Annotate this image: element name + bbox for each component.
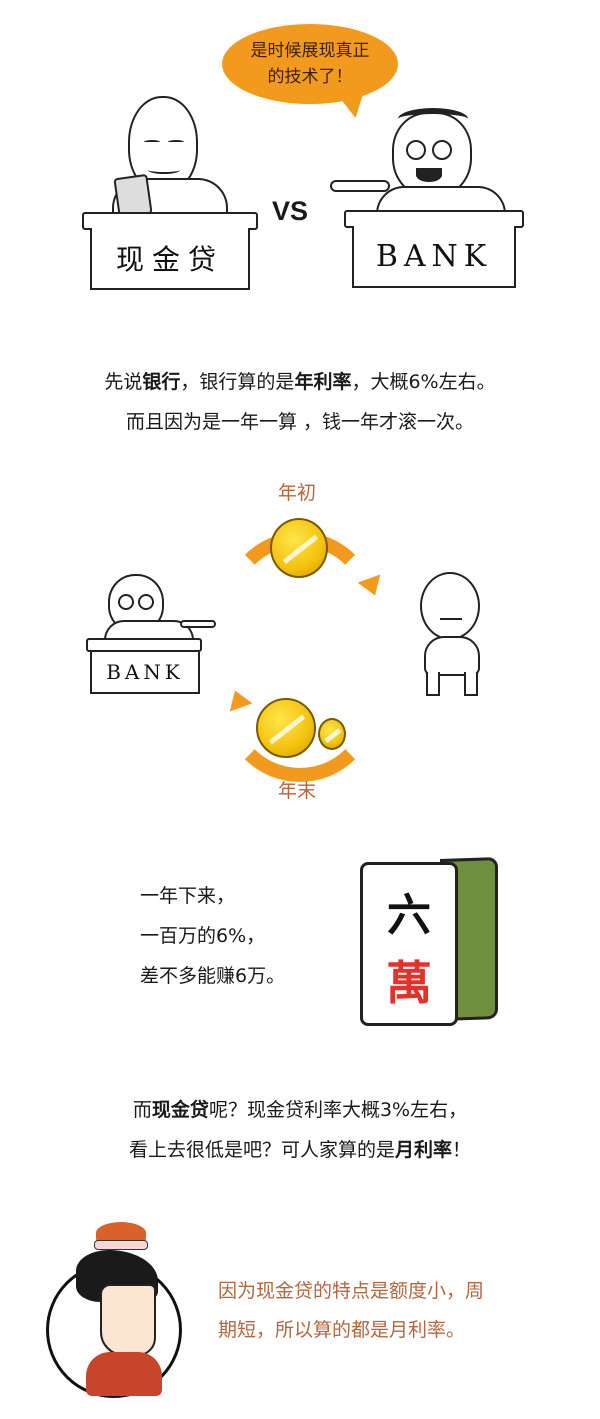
vs-label: VS [272, 196, 309, 226]
leg-icon [464, 672, 478, 696]
round-head-icon [420, 572, 480, 640]
hair-icon [398, 108, 468, 130]
robe-icon [86, 1352, 162, 1396]
intro-line-2: 而且因为是一年一算 ，钱一年才滚一次。 [125, 411, 475, 433]
glasses-icon [118, 594, 134, 610]
open-mouth-icon [416, 168, 442, 182]
speech-bubble-line2: 的技术了！ [267, 67, 353, 87]
tile-char-wan: 萬 [386, 956, 432, 1010]
earnings-line: 差不多能赚6万。 [140, 965, 286, 987]
leg-icon [426, 672, 440, 696]
earnings-line: 一年下来， [140, 885, 236, 907]
bold-cash-loan: 现金贷 [151, 1099, 209, 1121]
footer-note-line-1: 因为现金贷的特点是额度小，周 [218, 1280, 485, 1302]
smile-icon [148, 166, 180, 174]
bank-intro-text: 先说银行，银行算的是年利率，大概6%左右。 而且因为是一年一算 ，钱一年才滚一次… [0, 362, 600, 442]
cash-loan-desk-label: 现金贷 [90, 228, 250, 290]
cash-loan-line-2: 看上去很低是吧？可人家算的是月利率！ [0, 1130, 600, 1170]
cap-band-icon [94, 1240, 148, 1250]
text-span: ，银行算的是 [180, 371, 295, 393]
text-span: ！ [452, 1139, 472, 1161]
pointing-hand-icon [180, 620, 216, 628]
text-span: 看上去很低是吧？可人家算的是 [128, 1139, 395, 1161]
intro-line-1: 先说银行，银行算的是年利率，大概6%左右。 [0, 362, 600, 402]
desk-top [86, 638, 202, 652]
glasses-icon [406, 140, 426, 160]
small-bank-desk-label: BANK [90, 652, 200, 694]
text-span: 而 [132, 1099, 152, 1121]
pointing-hand-icon [330, 180, 390, 192]
bank-desk-label: BANK [352, 226, 516, 288]
speech-bubble-line1: 是时候展现真正 [250, 41, 370, 61]
tile-char-six: 六 [387, 890, 431, 941]
bold-bank: 银行 [142, 371, 181, 393]
cash-loan-line-1: 而现金贷呢？现金贷利率大概3%左右， [0, 1090, 600, 1130]
coin-icon [256, 698, 316, 758]
year-end-label: 年末 [278, 780, 317, 802]
text-span: ，大概6%左右。 [351, 371, 496, 393]
bold-monthly-rate: 月利率 [394, 1139, 452, 1161]
footer-note: 因为现金贷的特点是额度小，周 期短，所以算的都是月利率。 [218, 1272, 558, 1350]
text-span: 先说 [104, 371, 143, 393]
speech-bubble: 是时候展现真正 的技术了！ [222, 24, 398, 104]
cap-icon [96, 1222, 146, 1244]
body-icon [424, 636, 480, 676]
glasses-icon [138, 594, 154, 610]
footer-note-line-2: 期短，所以算的都是月利率。 [218, 1319, 466, 1341]
earnings-text: 一年下来， 一百万的6%， 差不多能赚6万。 [140, 876, 285, 996]
text-span: 呢？现金贷利率大概3%左右， [208, 1099, 468, 1121]
mouth-icon [440, 618, 462, 620]
eye-icon [144, 140, 160, 144]
tile-face: 六 萬 [360, 862, 458, 1026]
eye-icon [168, 140, 184, 144]
cash-loan-text: 而现金贷呢？现金贷利率大概3%左右， 看上去很低是吧？可人家算的是月利率！ [0, 1090, 600, 1170]
bold-annual-rate: 年利率 [294, 371, 352, 393]
year-start-label: 年初 [278, 482, 317, 504]
glasses-icon [432, 140, 452, 160]
face-icon [100, 1284, 156, 1356]
small-coin-interest-icon [318, 718, 346, 750]
speech-bubble-tail [338, 96, 370, 118]
angry-head-icon [392, 108, 472, 198]
earnings-line: 一百万的6%， [140, 925, 266, 947]
coin-icon [270, 518, 328, 578]
